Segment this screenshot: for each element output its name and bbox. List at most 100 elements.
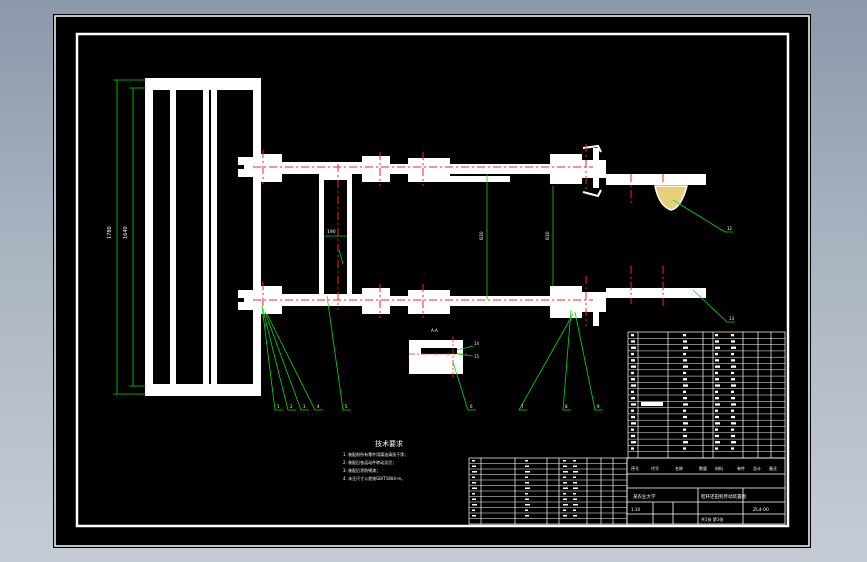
parts-cell-glyph [683,422,688,425]
callout-7: 7 [521,404,524,409]
parts-cell-glyph [631,384,636,387]
parts-cell-glyph [731,403,736,406]
parts-cell-glyph [683,403,688,406]
parts-cell-glyph [631,352,634,356]
parts-cell-glyph [563,471,568,473]
parts-cell-glyph [731,371,734,375]
parts-cell-glyph [683,334,686,337]
parts-cell-glyph [715,371,718,375]
parts-cell-glyph [563,476,566,478]
parts-cell-glyph [472,460,475,462]
parts-cell-glyph [472,465,476,467]
parts-rows-lower [469,460,627,519]
parts-cell-glyph [731,378,735,381]
parts-cell-glyph [573,476,576,478]
parts-cell-glyph [472,498,476,500]
outer-border [54,15,810,547]
notes-title: 技术要求 [375,439,403,448]
callout-4: 4 [317,404,320,409]
parts-cell-glyph [525,498,529,500]
title-block-header: 序号 代号 名称 数量 材料 单件 总计 备注 [631,465,777,471]
note-4: 4. 未注尺寸公差按GB/T1804-m。 [343,475,405,481]
parts-cell-glyph [731,409,734,412]
parts-cell-glyph [731,340,735,343]
parts-cell-glyph [631,346,636,349]
parts-cell-glyph [573,504,578,506]
left-dimension [113,79,146,395]
parts-cell-glyph [573,509,576,511]
parts-cell-glyph [631,371,634,375]
callout-3: 3 [303,404,306,409]
parts-cell-glyph [715,352,718,356]
note-1: 1. 装配前所有零件用煤油清洗干净； [343,451,408,457]
parts-cell-glyph [573,515,577,517]
drawing-border [75,32,790,528]
parts-cell-glyph [683,359,687,362]
parts-cell-glyph [731,447,734,450]
parts-cell-glyph [683,378,687,381]
center-dimension [325,235,347,265]
header-col-7: 总计 [753,465,761,471]
lower-shaft-assembly [238,286,706,326]
parts-cell-glyph [472,487,477,489]
callout-6: 6 [470,404,473,409]
parts-cell-glyph [715,397,719,400]
parts-cell-glyph [563,504,568,506]
parts-cell-glyph [525,465,529,467]
header-col-8: 备注 [769,465,777,471]
parts-cell-glyph [731,422,736,425]
dim-inner-height: 1640 [123,226,129,239]
drawing-name: 秸秆还田机传动装置图 [701,493,746,500]
detail-view-label: A-A [431,328,438,333]
parts-cell-glyph [631,447,634,450]
parts-cell-glyph [715,390,718,393]
parts-cell-glyph [573,498,577,500]
parts-cell-glyph [715,378,719,381]
parts-cell-glyph [731,397,735,400]
parts-cell-glyph [563,498,567,500]
parts-cell-glyph [472,515,476,517]
callout-14: 14 [474,341,480,346]
dim-overall-height: 1780 [107,226,113,239]
detail-view: A-A [409,328,469,378]
note-3: 3. 装配后涂防锈漆； [343,467,380,473]
parts-cell-glyph [683,428,686,431]
parts-cell-glyph [631,434,635,438]
parts-cell-glyph [525,476,528,478]
drawing-scale: 1:10 [631,507,640,512]
parts-cell-glyph [563,482,567,484]
parts-cell-glyph [573,471,578,473]
parts-cell-glyph [683,384,688,387]
parts-cell-glyph [683,409,686,412]
dim-span-center: 830 [479,231,485,240]
parts-cell-glyph [631,409,634,412]
parts-cell-glyph [525,515,529,517]
parts-cell-glyph [715,403,720,406]
parts-cell-glyph [631,428,634,431]
sheet-info: 共1张 第1张 [701,516,723,522]
dim-span-small: 190 [327,229,336,235]
parts-cell-glyph [573,465,577,467]
header-col-6: 单件 [737,465,745,471]
callout-9: 9 [597,404,600,409]
blade-section [654,185,688,211]
callout-13: 13 [729,316,735,321]
parts-cell-glyph [715,415,719,419]
parts-cell-glyph [715,428,718,431]
parts-cell-glyph [563,515,567,517]
parts-cell-glyph [715,340,719,343]
bottom-callouts: 1 2 3 4 5 6 7 8 9 12 13 14 15 [277,226,735,409]
callout-12: 12 [727,226,733,231]
parts-cell-glyph [472,471,477,473]
parts-cell-glyph [472,482,476,484]
parts-cell-glyph [525,482,529,484]
parts-note-bar [641,402,663,406]
header-col-5: 材料 [715,465,723,471]
upper-gearbox-bracket [582,144,602,198]
title-block [626,457,786,525]
parts-cell-glyph [631,340,635,343]
parts-cell-glyph [563,493,566,495]
parts-cell-glyph [683,365,688,368]
center-lines [253,144,664,326]
parts-cell-glyph [563,465,567,467]
